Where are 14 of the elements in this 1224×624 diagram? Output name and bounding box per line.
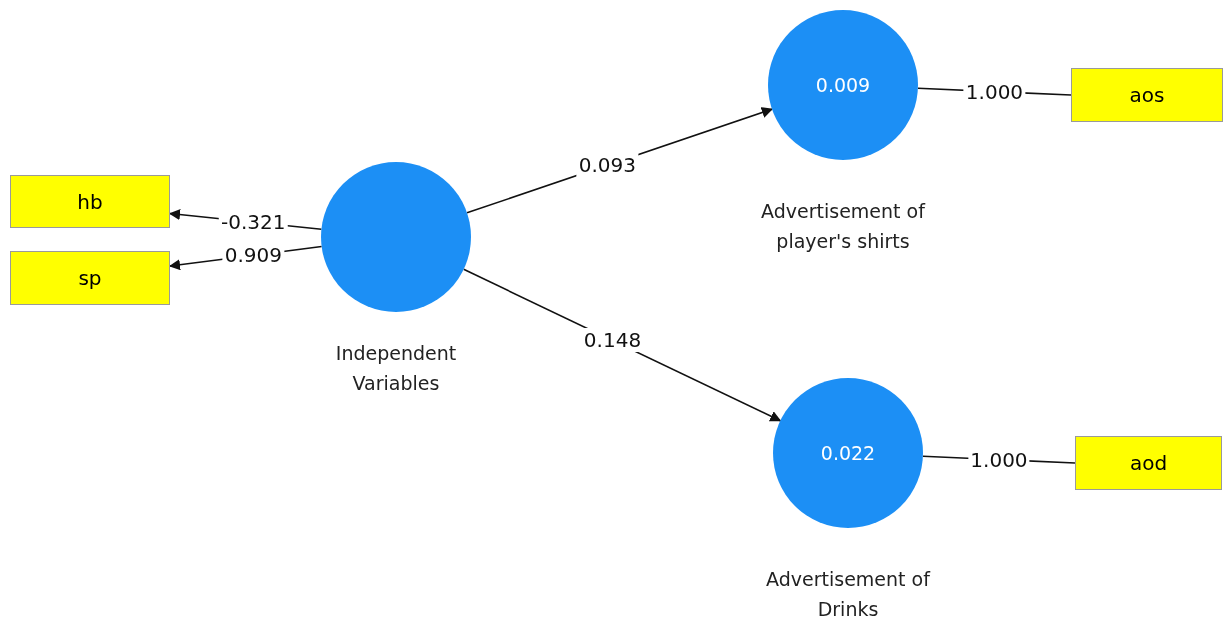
construct-name: Advertisement of player's shirts [760, 199, 927, 254]
r-squared-value: 0.022 [820, 442, 876, 464]
indicator-box [10, 251, 170, 305]
indicator-label: hb [77, 189, 103, 214]
indicator-label: aod [1129, 451, 1168, 475]
indicator-box [10, 175, 170, 228]
indicator-box [1075, 436, 1222, 490]
indicator-box [1071, 68, 1223, 122]
indicator-label: sp [78, 266, 102, 290]
indicator-label: aos [1129, 83, 1165, 107]
edge-label: 0.093 [576, 153, 638, 178]
construct-name: Independent Variables [334, 341, 458, 396]
r-squared-value: 0.009 [815, 74, 871, 96]
construct-name: Advertisement of Drinks [765, 567, 932, 622]
